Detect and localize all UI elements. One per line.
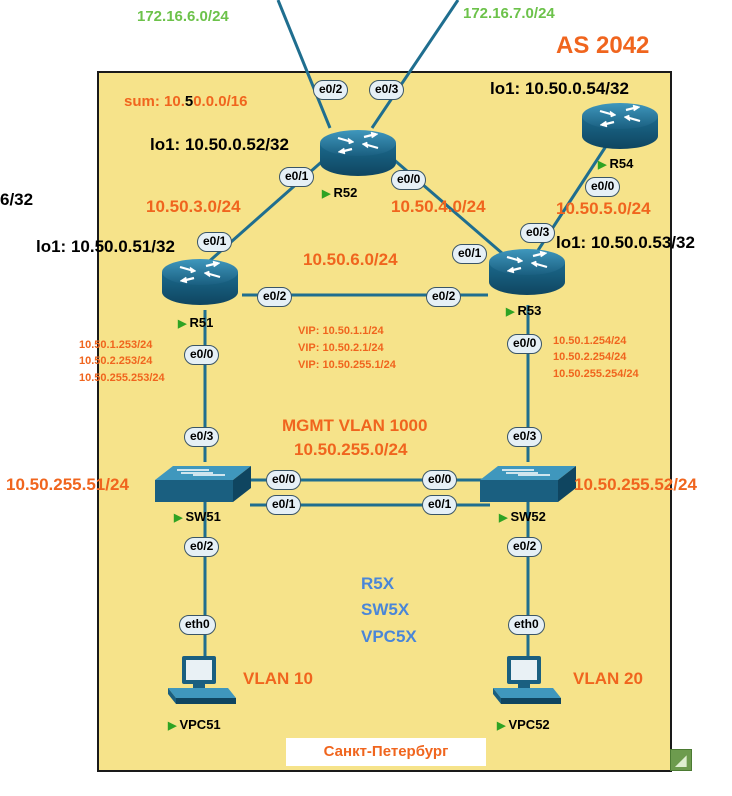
subnet-r53-r54: 10.50.5.0/24 <box>556 199 651 218</box>
legend-item: R5X <box>361 574 395 593</box>
switch-sw52-icon[interactable] <box>479 465 577 503</box>
subnet-r52-r53: 10.50.4.0/24 <box>391 197 486 216</box>
router-r53-icon[interactable] <box>487 247 567 297</box>
port-r51-e02[interactable]: e0/2 <box>257 287 293 307</box>
mgmt-vlan-subnet: 10.50.255.0/24 <box>294 440 408 459</box>
as-area <box>97 71 672 772</box>
summary-suffix: 0.0.0/16 <box>193 93 248 110</box>
port-r54-e00[interactable]: e0/0 <box>585 177 621 197</box>
port-r53-e03[interactable]: e0/3 <box>520 223 556 243</box>
router-r52-icon[interactable] <box>318 128 398 178</box>
vip-item: VIP: 10.50.2.1/24 <box>298 342 384 354</box>
router-r51-icon[interactable] <box>160 257 240 307</box>
port-r52-e00[interactable]: e0/0 <box>391 170 427 190</box>
port-sw52-e00[interactable]: e0/0 <box>422 470 458 490</box>
port-sw51-e01[interactable]: e0/1 <box>266 495 302 515</box>
switch-sw52-label: ▶SW52 <box>499 509 546 524</box>
edge-fragment: 6/32 <box>0 190 34 209</box>
summary-prefix: sum: 10. <box>124 93 185 110</box>
r51-loopback: lo1: 10.50.0.51/32 <box>36 237 175 256</box>
r51-downlink-ip: 10.50.255.253/24 <box>79 372 165 384</box>
summary-label: sum: 10.50.0.0/16 <box>124 94 247 109</box>
port-r52-e02[interactable]: e0/2 <box>313 80 349 100</box>
port-sw52-e01[interactable]: e0/1 <box>422 495 458 515</box>
r53-loopback: lo1: 10.50.0.53/32 <box>556 233 695 252</box>
port-sw51-e00[interactable]: e0/0 <box>266 470 302 490</box>
subnet-r51-r52: 10.50.3.0/24 <box>146 197 241 216</box>
port-vpc52-eth0[interactable]: eth0 <box>508 615 545 635</box>
router-r51-label: ▶R51 <box>178 315 214 330</box>
summary-highlight: 5 <box>184 93 194 110</box>
legend-item: SW5X <box>361 600 410 619</box>
vpc52-vlan: VLAN 20 <box>573 669 643 688</box>
vip-item: VIP: 10.50.1.1/24 <box>298 325 384 337</box>
resize-handle-icon[interactable]: ◢ <box>670 749 692 771</box>
r51-downlink-ip: 10.50.2.253/24 <box>79 355 153 367</box>
port-r52-e01[interactable]: e0/1 <box>279 167 315 187</box>
r51-downlink-ip: 10.50.1.253/24 <box>79 339 153 351</box>
router-r54-icon[interactable] <box>580 101 660 151</box>
external-net-left: 172.16.6.0/24 <box>137 8 229 25</box>
link-r52-uplink-right <box>370 0 460 129</box>
link-r52-uplink-left <box>276 0 332 129</box>
sw52-mgmt-ip: 10.50.255.52/24 <box>574 475 697 494</box>
port-sw51-e02[interactable]: e0/2 <box>184 537 220 557</box>
subnet-r51-r53: 10.50.6.0/24 <box>303 250 398 269</box>
pc-vpc51-label: ▶VPC51 <box>168 717 221 732</box>
router-r54-label: ▶R54 <box>598 156 634 171</box>
city-label: Санкт-Петербург <box>286 738 486 766</box>
switch-sw51-icon[interactable] <box>154 465 252 503</box>
vpc51-vlan: VLAN 10 <box>243 669 313 688</box>
port-sw52-e02[interactable]: e0/2 <box>507 537 543 557</box>
external-net-right: 172.16.7.0/24 <box>463 5 555 22</box>
port-r51-e00[interactable]: e0/0 <box>184 345 220 365</box>
pc-vpc52-label: ▶VPC52 <box>497 717 550 732</box>
legend-item: VPC5X <box>361 627 417 646</box>
port-r53-e02[interactable]: e0/2 <box>426 287 462 307</box>
mgmt-vlan-title: MGMT VLAN 1000 <box>282 416 428 435</box>
port-r51-e01[interactable]: e0/1 <box>197 232 233 252</box>
as-label: AS 2042 <box>556 32 650 59</box>
r52-loopback: lo1: 10.50.0.52/32 <box>150 135 289 154</box>
router-r53-label: ▶R53 <box>506 303 542 318</box>
port-sw51-e03[interactable]: e0/3 <box>184 427 220 447</box>
vip-item: VIP: 10.50.255.1/24 <box>298 359 396 371</box>
r54-loopback: lo1: 10.50.0.54/32 <box>490 79 629 98</box>
r53-downlink-ip: 10.50.1.254/24 <box>553 335 627 347</box>
router-r52-label: ▶R52 <box>322 185 358 200</box>
r53-downlink-ip: 10.50.2.254/24 <box>553 351 627 363</box>
port-r52-e03[interactable]: e0/3 <box>369 80 405 100</box>
switch-sw51-label: ▶SW51 <box>174 509 221 524</box>
port-r53-e01[interactable]: e0/1 <box>452 244 488 264</box>
port-r53-e00[interactable]: e0/0 <box>507 334 543 354</box>
sw51-mgmt-ip: 10.50.255.51/24 <box>6 475 129 494</box>
r53-downlink-ip: 10.50.255.254/24 <box>553 368 639 380</box>
port-sw52-e03[interactable]: e0/3 <box>507 427 543 447</box>
port-vpc51-eth0[interactable]: eth0 <box>179 615 216 635</box>
